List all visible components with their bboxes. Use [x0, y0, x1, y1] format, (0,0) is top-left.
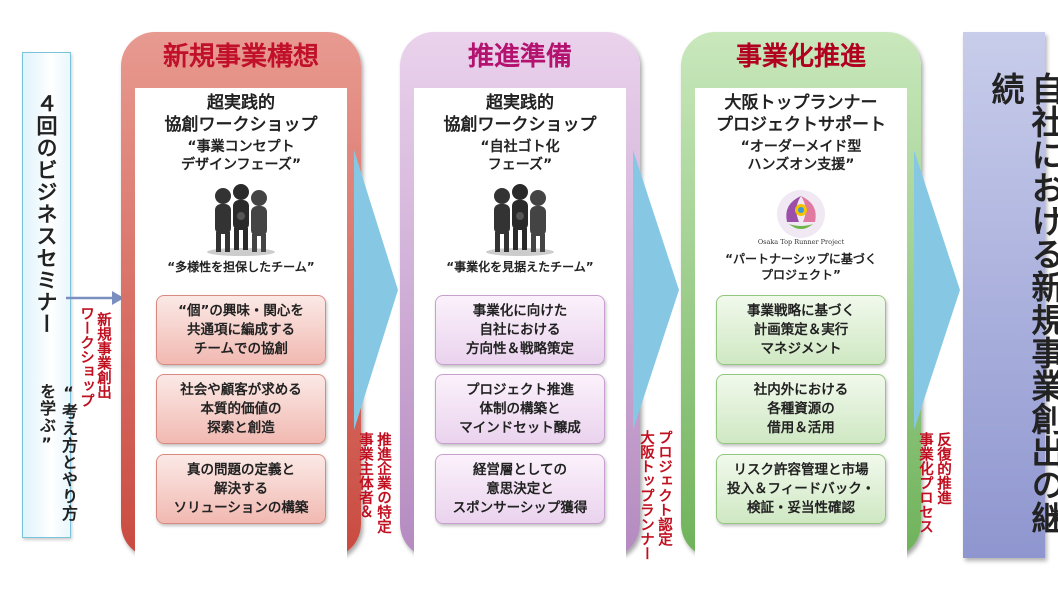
card-line: 共通項に編成する [187, 321, 295, 338]
card-line: 意思決定と [486, 480, 554, 497]
workshop-label-line1: ワークショップ [78, 306, 94, 408]
card-line: 探索と創造 [207, 419, 275, 436]
card-line: 検証・妥当性確認 [747, 499, 855, 516]
card-line: 方向性＆戦略策定 [466, 340, 574, 357]
final-goal-box: 自社における新規事業創出の継続 [963, 32, 1058, 558]
card-line: リスク許容管理と市場 [733, 461, 869, 478]
phase-3-title-1: 大阪トップランナー [724, 93, 878, 113]
phase-2-sub-1: “自社ゴト化 [480, 139, 560, 155]
phase-1-panel: 超実践的 協創ワークショップ “事業コンセプト デザインフェーズ” “多様性を担… [135, 88, 347, 578]
phase-1-card-1: “個”の興味・関心を 共通項に編成する チームでの協創 [156, 295, 326, 365]
card-line: チームでの協創 [193, 340, 289, 357]
phase-3-panel: 大阪トップランナー プロジェクトサポート “オーダーメイド型 ハンズオン支援” … [695, 88, 907, 578]
card-line: 計画策定＆実行 [753, 321, 849, 338]
card-line: 解決する [214, 480, 268, 497]
card-line: 社会や顧客が求める [180, 381, 302, 398]
phase-3-sub-1: “オーダーメイド型 [740, 139, 862, 155]
card-line: 自社における [479, 321, 561, 338]
phase-3-caption-1: “パートナーシップに基づく [725, 252, 877, 266]
phase-2-sub-2: フェーズ” [487, 157, 553, 173]
card-line: 事業化に向けた [472, 302, 568, 319]
phase-1-sub-2: デザインフェーズ” [180, 157, 302, 173]
phase-2-panel: 超実践的 協創ワークショップ “自社ゴト化 フェーズ” “事業化を見据えたチーム… [414, 88, 626, 578]
card-line: プロジェクト推進 [466, 381, 574, 398]
card-line: ソリューションの構築 [173, 499, 309, 516]
card-line: 事業戦略に基づく [747, 302, 855, 319]
transition-2-chevron [633, 150, 679, 430]
phase-2-title-2: 協創ワークショップ [443, 115, 597, 135]
phase-3: 事業化推進 大阪トップランナー プロジェクトサポート “オーダーメイド型 ハンズ… [681, 32, 921, 578]
logo-text: Osaka Top Runner Project [757, 238, 845, 246]
card-line: 真の問題の定義と [187, 461, 295, 478]
phase-3-title-2: プロジェクトサポート [716, 115, 886, 135]
phase-1-card-2: 社会や顧客が求める 本質的価値の 探索と創造 [156, 374, 326, 444]
card-line: 経営層としての [472, 461, 568, 478]
phase-1-title-2: 協創ワークショップ [164, 115, 318, 135]
card-line: 本質的価値の [200, 400, 282, 417]
phase-3-card-3: リスク許容管理と市場 投入＆フィードバック・ 検証・妥当性確認 [716, 454, 886, 524]
transition-2-label-2: 大阪トップランナー [638, 430, 654, 561]
team-figures-icon [207, 184, 275, 256]
phase-2-caption: “事業化を見据えたチーム” [446, 260, 594, 274]
workshop-label-2: 新規事業創出 [94, 312, 112, 399]
phase-1-header: 新規事業構想 [162, 42, 319, 72]
phase-1: 新規事業構想 超実践的 協創ワークショップ “事業コンセプト デザインフェーズ”… [121, 32, 361, 578]
seminar-title: ４回のビジネスセミナー [34, 93, 58, 335]
transition-3-label-2: 事業化プロセス [917, 432, 933, 534]
phase-3-card-1: 事業戦略に基づく 計画策定＆実行 マネジメント [716, 295, 886, 365]
card-line: 借用＆活用 [767, 419, 835, 436]
card-line: 体制の構築と [479, 400, 561, 417]
phase-1-caption: “多様性を担保したチーム” [167, 260, 315, 274]
phase-2-title-1: 超実践的 [486, 93, 554, 113]
seminar-arrow [66, 291, 124, 305]
seminar-box: ４回のビジネスセミナー “考え方とやり方を学ぶ” [22, 52, 78, 538]
transition-3-chevron [914, 150, 960, 430]
transition-1-chevron [354, 150, 398, 430]
card-line: マインドセット醸成 [459, 419, 581, 436]
phase-2-card-3: 経営層としての 意思決定と スポンサーシップ獲得 [435, 454, 605, 524]
phase-3-card-2: 社内外における 各種資源の 借用＆活用 [716, 374, 886, 444]
phase-2: 推進準備 超実践的 協創ワークショップ “自社ゴト化 フェーズ” “事業化を見据… [400, 32, 640, 578]
phase-3-caption-2: プロジェクト” [761, 268, 841, 282]
transition-3-label-1: 反復的推進 [935, 432, 951, 505]
workshop-label: ワークショップ [77, 306, 95, 408]
transition-1-label-1: 推進企業の特定 [375, 432, 391, 534]
seminar-subtitle: “考え方とやり方を学ぶ” [37, 383, 78, 522]
phase-1-title-1: 超実践的 [207, 93, 275, 113]
phase-2-card-2: プロジェクト推進 体制の構築と マインドセット醸成 [435, 374, 605, 444]
phase-2-card-1: 事業化に向けた 自社における 方向性＆戦略策定 [435, 295, 605, 365]
osaka-top-runner-logo-icon [777, 190, 825, 238]
phase-2-header: 推進準備 [467, 42, 572, 72]
transition-2-label-1: プロジェクト認定 [656, 430, 672, 546]
transition-1-label-2: 事業主体者＆ [357, 432, 373, 519]
card-line: スポンサーシップ獲得 [452, 499, 588, 516]
phase-3-header: 事業化推進 [735, 42, 866, 72]
phase-3-sub-2: ハンズオン支援” [747, 157, 855, 173]
phase-1-sub-1: “事業コンセプト [187, 139, 295, 155]
card-line: 投入＆フィードバック・ [727, 480, 875, 497]
card-line: 各種資源の [767, 400, 835, 417]
workshop-label-line2: 新規事業創出 [95, 312, 111, 399]
card-line: 社内外における [753, 381, 849, 398]
team-figures-icon [486, 184, 554, 256]
final-goal-text: 自社における新規事業創出の継続 [986, 72, 1058, 534]
card-line: “個”の興味・関心を [178, 302, 304, 319]
phase-1-card-3: 真の問題の定義と 解決する ソリューションの構築 [156, 454, 326, 524]
card-line: マネジメント [760, 340, 842, 357]
